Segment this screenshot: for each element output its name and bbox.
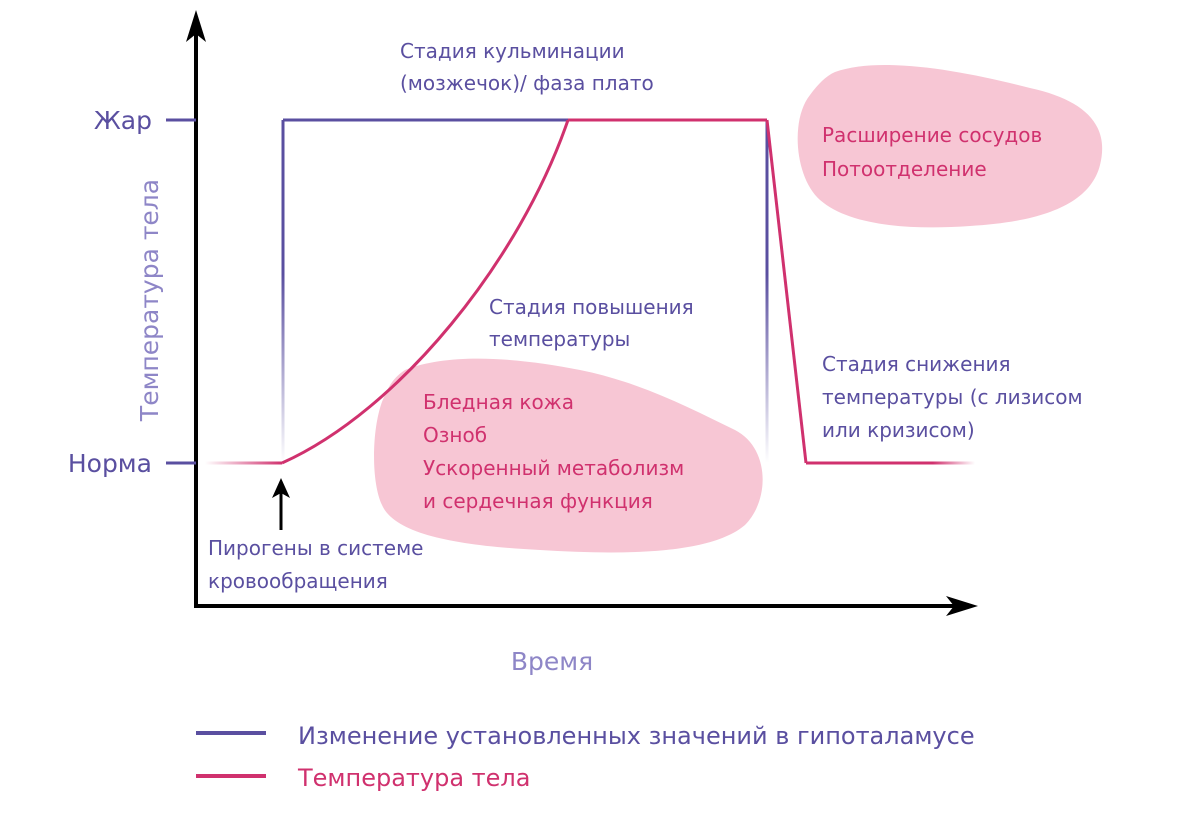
fall-label-line3: или кризисом) <box>822 418 975 442</box>
fall-label-line1: Стадия снижения <box>822 352 1011 376</box>
x-axis-title: Время <box>511 647 593 676</box>
body-temp-fall <box>765 119 808 464</box>
pyrogens-label-line1: Пирогены в системе <box>208 536 424 560</box>
pyrogens-arrow <box>272 478 290 530</box>
fall-effect-line1: Расширение сосудов <box>822 123 1042 147</box>
rise-effect-line1: Бледная кожа <box>423 390 574 414</box>
legend-setpoint-label: Изменение установленных значений в гипот… <box>298 722 975 750</box>
rise-label-line2: температуры <box>489 327 630 351</box>
body-temp-rise-curve <box>281 119 570 465</box>
fall-effects-blob <box>797 64 1103 228</box>
rise-effect-line2: Озноб <box>423 423 487 447</box>
level-label-normal: Норма <box>68 449 152 478</box>
fall-label-line2: температуры (с лизисом <box>822 385 1083 409</box>
rise-effects-blob <box>374 358 763 553</box>
level-label-high: Жар <box>94 106 152 135</box>
rise-effect-line3: Ускоренный метаболизм <box>423 456 684 480</box>
axes <box>166 10 978 616</box>
y-axis-title: Температура тела <box>135 179 164 422</box>
y-axis-arrowhead <box>186 10 206 42</box>
legend: Изменение установленных значений в гипот… <box>196 722 975 792</box>
body-temp-series <box>205 118 975 465</box>
pyrogens-arrow-head <box>272 478 290 498</box>
legend-body-temp-label: Температура тела <box>297 764 530 792</box>
plateau-label-line2: (мозжечок)/ фаза плато <box>400 71 654 95</box>
rise-label-line1: Стадия повышения <box>489 295 694 319</box>
x-axis-arrowhead <box>946 596 978 616</box>
fall-effect-line2: Потоотделение <box>822 157 987 181</box>
pyrogens-label-line2: кровообращения <box>208 569 388 593</box>
plateau-label-line1: Стадия кульминации <box>400 39 625 63</box>
rise-effect-line4: и сердечная функция <box>423 489 653 513</box>
